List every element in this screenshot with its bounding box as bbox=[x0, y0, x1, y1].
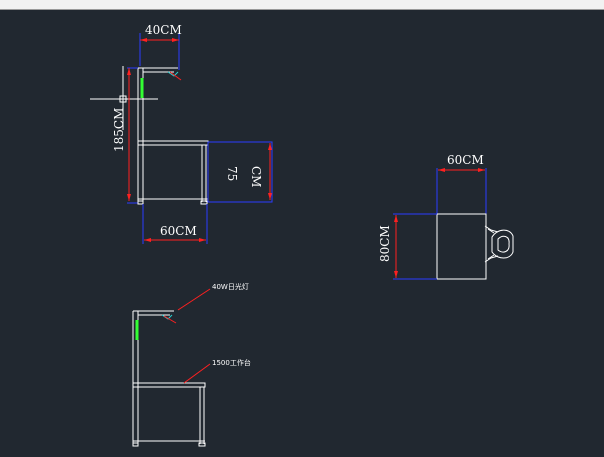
lamp-icon-2 bbox=[161, 314, 173, 320]
lamp-icon bbox=[167, 71, 179, 77]
table-height-unit: CM bbox=[249, 166, 263, 187]
lamp-leader-line bbox=[177, 288, 211, 311]
chair-icon bbox=[484, 225, 514, 263]
table-height-box bbox=[207, 141, 273, 203]
side-elevation-annotated: 40W日光灯 1500工作台 bbox=[132, 282, 251, 447]
table-top bbox=[137, 140, 209, 146]
lamp-annotation: 40W日光灯 bbox=[212, 282, 249, 291]
plan-width-label: 60CM bbox=[447, 153, 484, 167]
side-elevation-dimensioned: 40CM 185CM bbox=[90, 23, 273, 244]
bench-leader-line bbox=[183, 363, 211, 384]
top-width-label: 40CM bbox=[145, 23, 182, 37]
bench-annotation: 1500工作台 bbox=[212, 358, 251, 367]
table-top-2 bbox=[132, 382, 206, 388]
crosshair-cursor bbox=[90, 66, 158, 130]
plan-view: 60CM 80CM bbox=[378, 153, 514, 280]
table-height-number: 75 bbox=[225, 166, 239, 181]
plan-depth-label: 80CM bbox=[378, 225, 392, 262]
plan-table bbox=[436, 213, 487, 280]
window-top-bar bbox=[0, 0, 604, 10]
table-width-label: 60CM bbox=[160, 224, 197, 238]
height-label: 185CM bbox=[112, 108, 126, 152]
